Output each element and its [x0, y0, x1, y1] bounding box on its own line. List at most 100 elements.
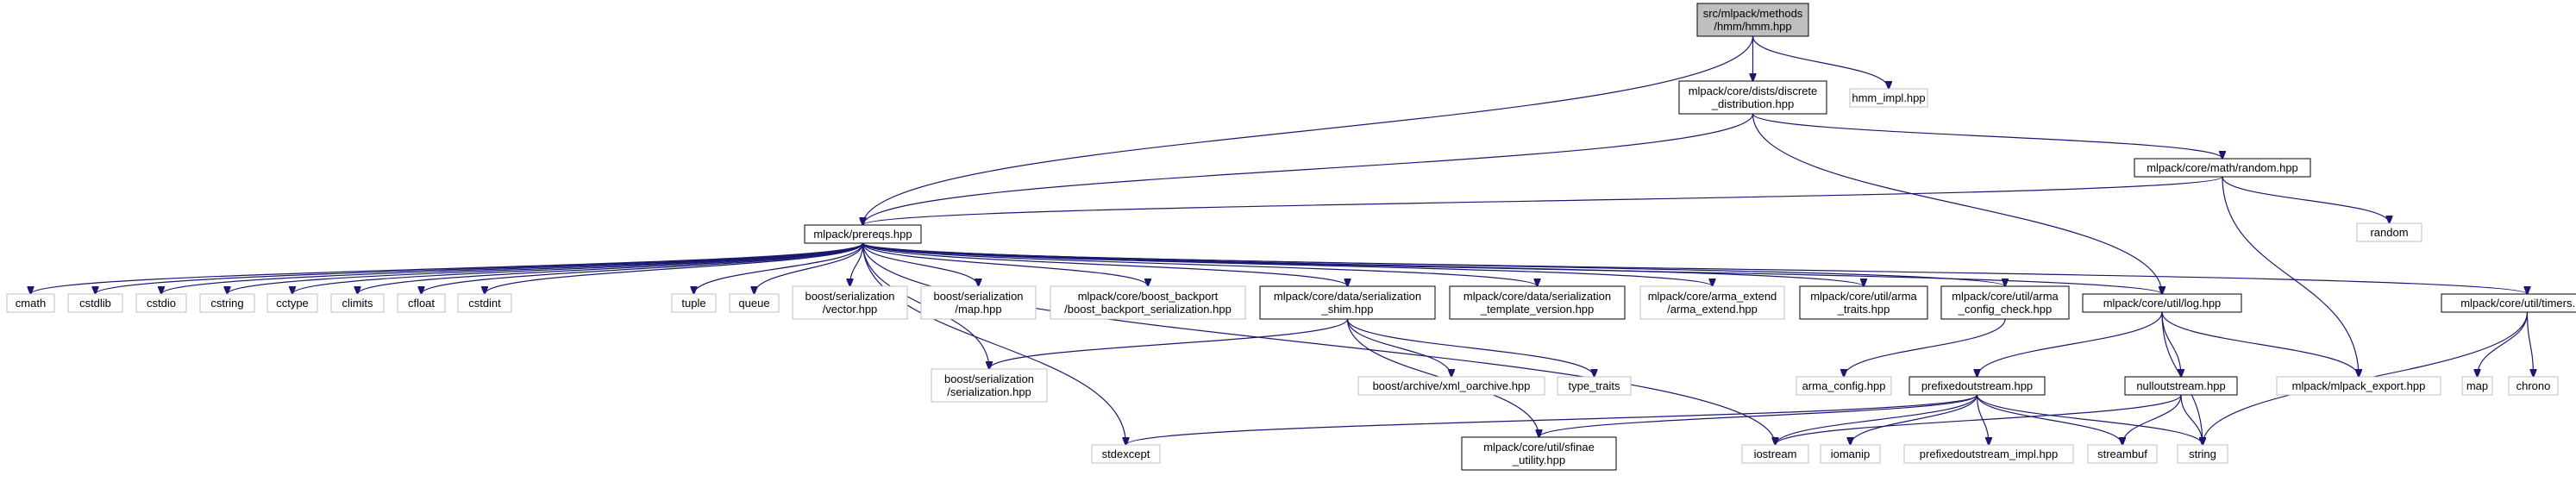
edge-prereqs-to-ser_shim — [862, 242, 1348, 286]
node-string-box — [2177, 444, 2228, 464]
node-nullout[interactable]: nulloutstream.hpp — [2124, 376, 2238, 396]
edge-hmm-to-hmm_impl — [1752, 35, 1890, 89]
node-arma_extend: mlpack/core/arma_extend/arma_extend.hpp — [1639, 285, 1785, 320]
edge-prereqs-to-bs_vector — [850, 242, 864, 286]
node-arma_cfg_chk[interactable]: mlpack/core/util/arma_config_check.hpp — [1940, 285, 2070, 320]
node-discrete-label-0: mlpack/core/dists/discrete — [1689, 85, 1818, 97]
edge-prefixed-to-iostream — [1776, 394, 1978, 445]
node-chrono: chrono — [2508, 376, 2559, 396]
node-cstdint-box — [457, 293, 512, 313]
node-hmm-box — [1696, 3, 1809, 37]
node-mlpack_export-box — [2276, 376, 2441, 396]
node-chrono-box — [2508, 376, 2559, 396]
node-arma_traits-label-1: _traits.hpp — [1837, 303, 1890, 316]
edge-prereqs-to-cfloat — [422, 242, 864, 294]
edge-nullout-to-streambuf — [2122, 394, 2182, 445]
node-hmm-label-1: /hmm/hmm.hpp — [1714, 20, 1791, 33]
node-timers[interactable]: mlpack/core/util/timers.hpp — [2441, 293, 2576, 313]
node-arma_cfg_chk-label-0: mlpack/core/util/arma — [1952, 290, 2059, 303]
node-arma_cfg_chk-box — [1940, 285, 2070, 320]
node-prefixed[interactable]: prefixedoutstream.hpp — [1908, 376, 2046, 396]
node-prereqs-box — [804, 224, 922, 244]
node-ser_shim-label-0: mlpack/core/data/serialization — [1274, 290, 1421, 303]
node-prefixed_impl-box — [1903, 444, 2074, 464]
node-cstdint: cstdint — [457, 293, 512, 313]
node-iostream: iostream — [1741, 444, 1809, 464]
node-log[interactable]: mlpack/core/util/log.hpp — [2082, 293, 2242, 313]
edge-prereqs-to-iostream — [862, 242, 1776, 445]
node-arma_config: arma_config.hpp — [1796, 376, 1892, 396]
node-stdexcept-box — [1091, 444, 1161, 464]
node-iostream-box — [1741, 444, 1809, 464]
node-arma_traits[interactable]: mlpack/core/util/arma_traits.hpp — [1799, 285, 1928, 320]
node-string: string — [2177, 444, 2228, 464]
node-bs_map-label-0: boost/serialization — [933, 290, 1023, 303]
edge-prereqs-to-timers — [862, 242, 2528, 294]
node-discrete[interactable]: mlpack/core/dists/discrete_distribution.… — [1678, 80, 1827, 115]
node-random-box — [2134, 158, 2311, 178]
node-ser_shim-label-1: _shim.hpp — [1321, 303, 1374, 316]
node-cctype-label-0: cctype — [276, 297, 309, 310]
node-cstdint-label-0: cstdint — [468, 297, 501, 310]
node-queue-label-0: queue — [738, 297, 769, 310]
node-ser_tmpl[interactable]: mlpack/core/data/serialization_template_… — [1449, 285, 1626, 320]
node-tuple: tuple — [671, 293, 717, 313]
node-sfinae[interactable]: mlpack/core/util/sfinae_utility.hpp — [1461, 436, 1617, 471]
node-backport-box — [1050, 285, 1246, 320]
node-hmm-label-0: src/mlpack/methods — [1703, 7, 1803, 20]
node-arma_config-box — [1796, 376, 1892, 396]
node-chrono-label-0: chrono — [2516, 379, 2551, 392]
edge-prereqs-to-ser_tmpl — [862, 242, 1538, 286]
edges-layer — [31, 35, 2534, 445]
node-ser_shim[interactable]: mlpack/core/data/serialization_shim.hpp — [1259, 285, 1436, 320]
node-mlpack_export-label-0: mlpack/mlpack_export.hpp — [2292, 379, 2426, 392]
node-cstdio-label-0: cstdio — [147, 297, 176, 310]
edge-prereqs-to-bs_map — [862, 242, 979, 286]
node-bs_serialization-label-0: boost/serialization — [944, 372, 1034, 385]
edge-prereqs-to-cctype — [292, 242, 864, 294]
node-bs_vector: boost/serialization/vector.hpp — [792, 285, 908, 320]
node-random_std-label-0: random — [2370, 226, 2408, 239]
node-hmm_impl-box — [1849, 88, 1928, 108]
node-xml_oarchive-label-0: boost/archive/xml_oarchive.hpp — [1373, 379, 1531, 392]
node-sfinae-box — [1461, 436, 1617, 471]
node-ser_tmpl-label-0: mlpack/core/data/serialization — [1463, 290, 1611, 303]
node-arma_cfg_chk-label-1: _config_check.hpp — [1958, 303, 2052, 316]
edge-prefixed-to-stdexcept — [1126, 394, 1978, 445]
edge-prefixed-to-sfinae — [1539, 394, 1978, 437]
node-type_traits-box — [1557, 376, 1632, 396]
node-prereqs[interactable]: mlpack/prereqs.hpp — [804, 224, 922, 244]
node-cstring: cstring — [199, 293, 255, 313]
node-string-label-0: string — [2189, 448, 2216, 460]
node-random_std: random — [2356, 222, 2422, 242]
node-discrete-label-1: _distribution.hpp — [1711, 97, 1794, 110]
node-log-box — [2082, 293, 2242, 313]
node-iomanip-box — [1820, 444, 1881, 464]
node-cstdlib: cstdlib — [67, 293, 123, 313]
node-xml_oarchive: boost/archive/xml_oarchive.hpp — [1357, 376, 1545, 396]
node-discrete-box — [1678, 80, 1827, 115]
node-streambuf-label-0: streambuf — [2097, 448, 2147, 460]
node-cstdio: cstdio — [135, 293, 187, 313]
node-cmath: cmath — [6, 293, 55, 313]
node-climits-label-0: climits — [342, 297, 373, 310]
node-streambuf: streambuf — [2087, 444, 2158, 464]
node-timers-box — [2441, 293, 2576, 313]
node-random_std-box — [2356, 222, 2422, 242]
node-hmm: src/mlpack/methods/hmm/hmm.hpp — [1696, 3, 1809, 37]
edge-prereqs-to-cstdlib — [96, 242, 864, 294]
node-sfinae-label-0: mlpack/core/util/sfinae — [1483, 441, 1595, 454]
node-random[interactable]: mlpack/core/math/random.hpp — [2134, 158, 2311, 178]
node-random-label-0: mlpack/core/math/random.hpp — [2147, 161, 2298, 174]
node-prefixed_impl: prefixedoutstream_impl.hpp — [1903, 444, 2074, 464]
edge-prereqs-to-cstring — [228, 242, 864, 294]
edge-prereqs-to-log — [862, 242, 2163, 294]
edge-arma_cfg_chk-to-arma_config — [1844, 318, 2006, 377]
edge-hmm-to-prereqs — [863, 35, 1754, 225]
node-cfloat-label-0: cfloat — [408, 297, 435, 310]
node-climits: climits — [330, 293, 385, 313]
node-queue: queue — [729, 293, 780, 313]
edge-ser_shim-to-xml_oarchive — [1346, 318, 1452, 377]
node-tuple-label-0: tuple — [681, 297, 705, 310]
